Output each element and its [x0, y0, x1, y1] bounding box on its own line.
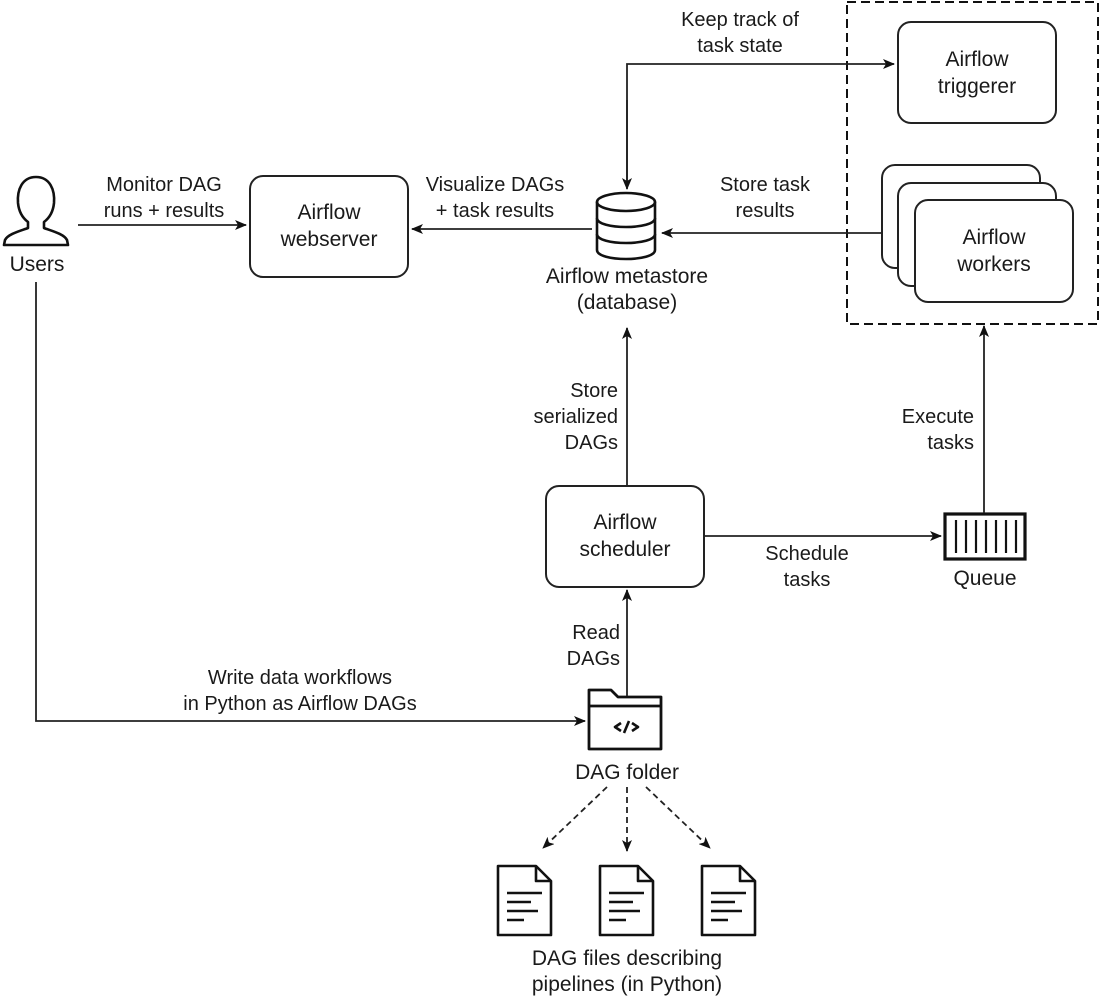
document-icon	[496, 864, 553, 937]
webserver-label: Airflow webserver	[280, 201, 378, 251]
workers-label: Airflow workers	[957, 226, 1031, 276]
edge-folder-to-file-1	[542, 786, 608, 849]
edge-label-store-serialized: Store serialized DAGs	[533, 380, 618, 454]
metastore-label: Airflow metastore (database)	[545, 265, 709, 314]
execution-group-boundary	[846, 1, 1099, 325]
queue-label: Queue	[953, 567, 1017, 590]
edge-label-execute: Execute tasks	[901, 406, 974, 454]
edge-label-monitor: Monitor DAG runs + results	[103, 174, 225, 222]
triggerer-label: Airflow triggerer	[937, 48, 1017, 98]
edge-label-keep-track: Keep track of task state	[681, 9, 799, 57]
user-icon	[2, 175, 70, 247]
document-icon	[598, 864, 655, 937]
dag-folder-label: DAG folder	[575, 761, 679, 784]
edge-users-to-folder	[35, 282, 586, 726]
triggerer-node[interactable]	[897, 21, 1057, 124]
edge-folder-to-file-3	[645, 786, 711, 849]
edge-label-read-dags: Read DAGs	[566, 622, 620, 670]
users-label: Users	[9, 253, 65, 276]
scheduler-node[interactable]	[545, 485, 705, 588]
scheduler-label: Airflow scheduler	[579, 511, 671, 561]
queue-icon	[943, 512, 1027, 561]
edge-label-visualize: Visualize DAGs + task results	[425, 174, 565, 222]
dag-files-label: DAG files describing pipelines (in Pytho…	[531, 947, 723, 996]
edge-metastore-to-triggerer	[626, 59, 895, 188]
code-folder-icon	[587, 688, 663, 751]
edge-label-store-results: Store task results	[719, 174, 811, 222]
document-icon	[700, 864, 757, 937]
workers-node[interactable]	[881, 164, 1074, 303]
webserver-node[interactable]	[249, 175, 409, 278]
database-icon	[595, 191, 657, 261]
edge-label-write-workflows: Write data workflows in Python as Airflo…	[183, 667, 417, 715]
edge-label-schedule: Schedule tasks	[765, 543, 849, 591]
worker-instance	[914, 199, 1074, 303]
